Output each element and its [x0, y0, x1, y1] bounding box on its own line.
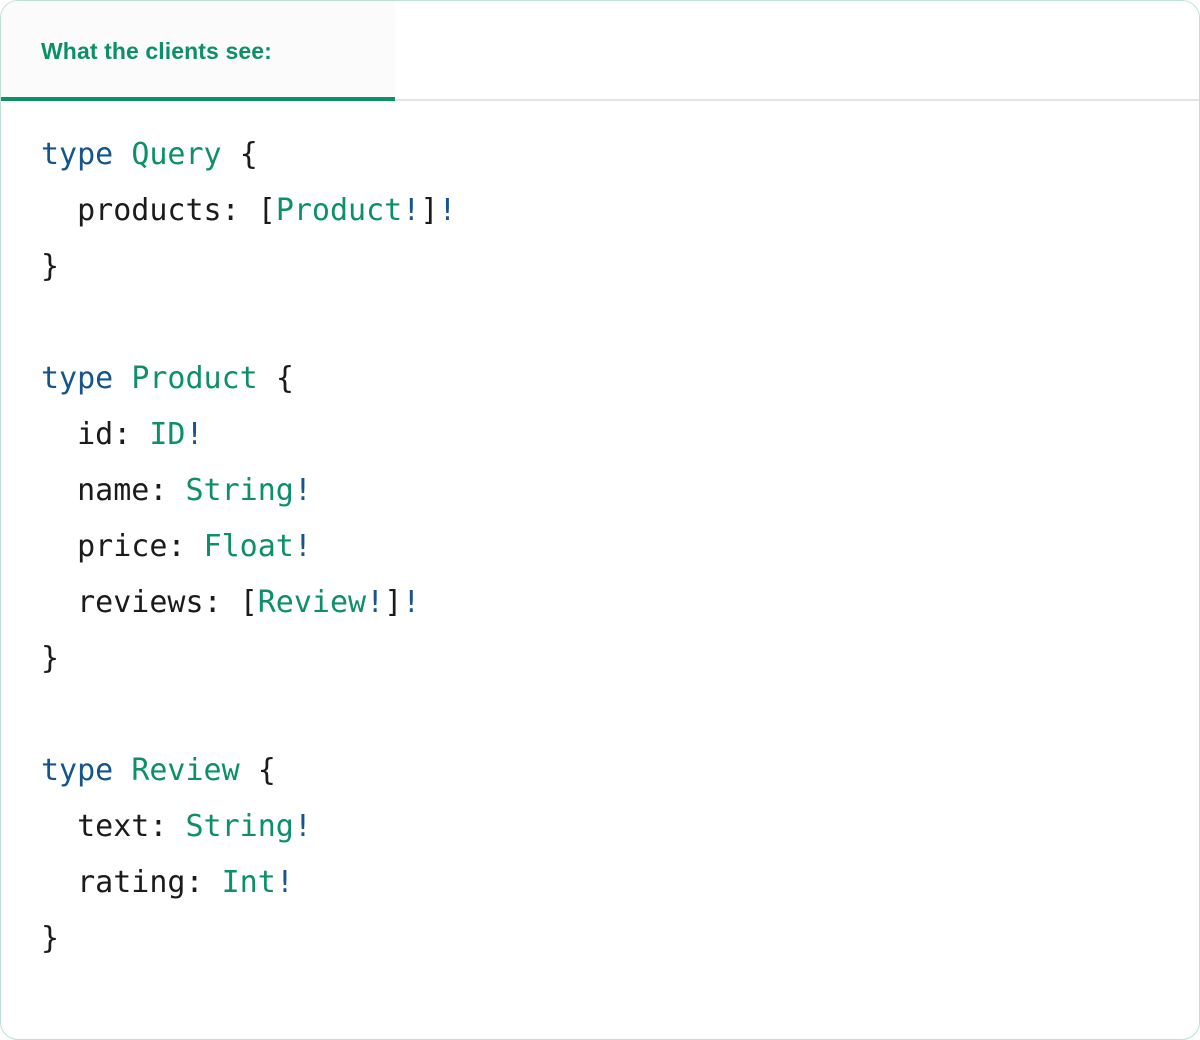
- code-token-punct: ]: [384, 585, 403, 620]
- code-token-punct: [113, 361, 131, 396]
- code-token-punct: [222, 137, 240, 172]
- code-token-punct: :: [221, 193, 258, 228]
- code-token-bang: !: [293, 809, 312, 844]
- code-token-punct: {: [239, 137, 258, 172]
- code-token-bang: !: [185, 417, 204, 452]
- code-line: type Review {: [41, 743, 1159, 799]
- code-token-keyword: type: [41, 137, 114, 172]
- code-token-punct: :: [113, 417, 150, 452]
- code-token-punct: [113, 753, 131, 788]
- code-token-name: id: [41, 417, 114, 452]
- code-token-bang: !: [402, 585, 421, 620]
- code-token-punct: {: [275, 361, 294, 396]
- code-line: products: [Product!]!: [41, 183, 1159, 239]
- code-line: type Product {: [41, 351, 1159, 407]
- code-token-type: Review: [257, 585, 367, 620]
- code-line: reviews: [Review!]!: [41, 575, 1159, 631]
- code-token-punct: [240, 753, 258, 788]
- code-line: [41, 687, 1159, 743]
- code-token-punct: }: [41, 641, 60, 676]
- active-tab-indicator: [1, 97, 395, 101]
- code-token-keyword: type: [41, 753, 114, 788]
- code-line: rating: Int!: [41, 855, 1159, 911]
- code-line: name: String!: [41, 463, 1159, 519]
- code-token-type: Product: [131, 361, 258, 396]
- code-line: }: [41, 631, 1159, 687]
- code-line: text: String!: [41, 799, 1159, 855]
- code-token-punct: [: [257, 193, 276, 228]
- code-token-punct: [258, 361, 276, 396]
- code-token-bang: !: [366, 585, 385, 620]
- tab-strip: What the clients see:: [1, 1, 1199, 101]
- code-token-name: price: [41, 529, 168, 564]
- code-token-name: rating: [41, 865, 186, 900]
- code-line: id: ID!: [41, 407, 1159, 463]
- code-token-bang: !: [293, 473, 312, 508]
- code-token-punct: :: [167, 529, 204, 564]
- tab-what-the-clients-see[interactable]: What the clients see:: [1, 1, 395, 101]
- code-token-keyword: type: [41, 361, 114, 396]
- code-token-type: Int: [221, 865, 276, 900]
- code-line: type Query {: [41, 127, 1159, 183]
- code-token-bang: !: [275, 865, 294, 900]
- code-token-punct: ]: [420, 193, 439, 228]
- code-token-bang: !: [293, 529, 312, 564]
- code-token-bang: !: [438, 193, 457, 228]
- code-token-name: products: [41, 193, 222, 228]
- code-line: }: [41, 911, 1159, 967]
- code-token-punct: {: [257, 753, 276, 788]
- graphql-schema-code-block: type Query { products: [Product!]!} type…: [1, 101, 1199, 1007]
- code-token-name: text: [41, 809, 150, 844]
- code-token-type: Product: [275, 193, 403, 228]
- code-token-type: Query: [131, 137, 222, 172]
- code-token-name: name: [41, 473, 150, 508]
- code-token-punct: [113, 137, 131, 172]
- code-token-type: String: [185, 809, 294, 844]
- code-token-punct: :: [203, 585, 240, 620]
- code-token-punct: :: [149, 809, 186, 844]
- code-token-bang: !: [402, 193, 421, 228]
- code-token-type: String: [185, 473, 294, 508]
- code-line: [41, 295, 1159, 351]
- code-line: }: [41, 239, 1159, 295]
- code-line: price: Float!: [41, 519, 1159, 575]
- tab-label: What the clients see:: [41, 37, 272, 64]
- code-token-type: Review: [131, 753, 240, 788]
- code-token-punct: :: [149, 473, 186, 508]
- code-token-name: reviews: [41, 585, 204, 620]
- code-token-punct: :: [185, 865, 222, 900]
- code-token-punct: }: [41, 921, 60, 956]
- code-token-punct: }: [41, 249, 60, 284]
- code-token-type: ID: [149, 417, 186, 452]
- code-token-type: Float: [203, 529, 294, 564]
- code-token-punct: [: [239, 585, 258, 620]
